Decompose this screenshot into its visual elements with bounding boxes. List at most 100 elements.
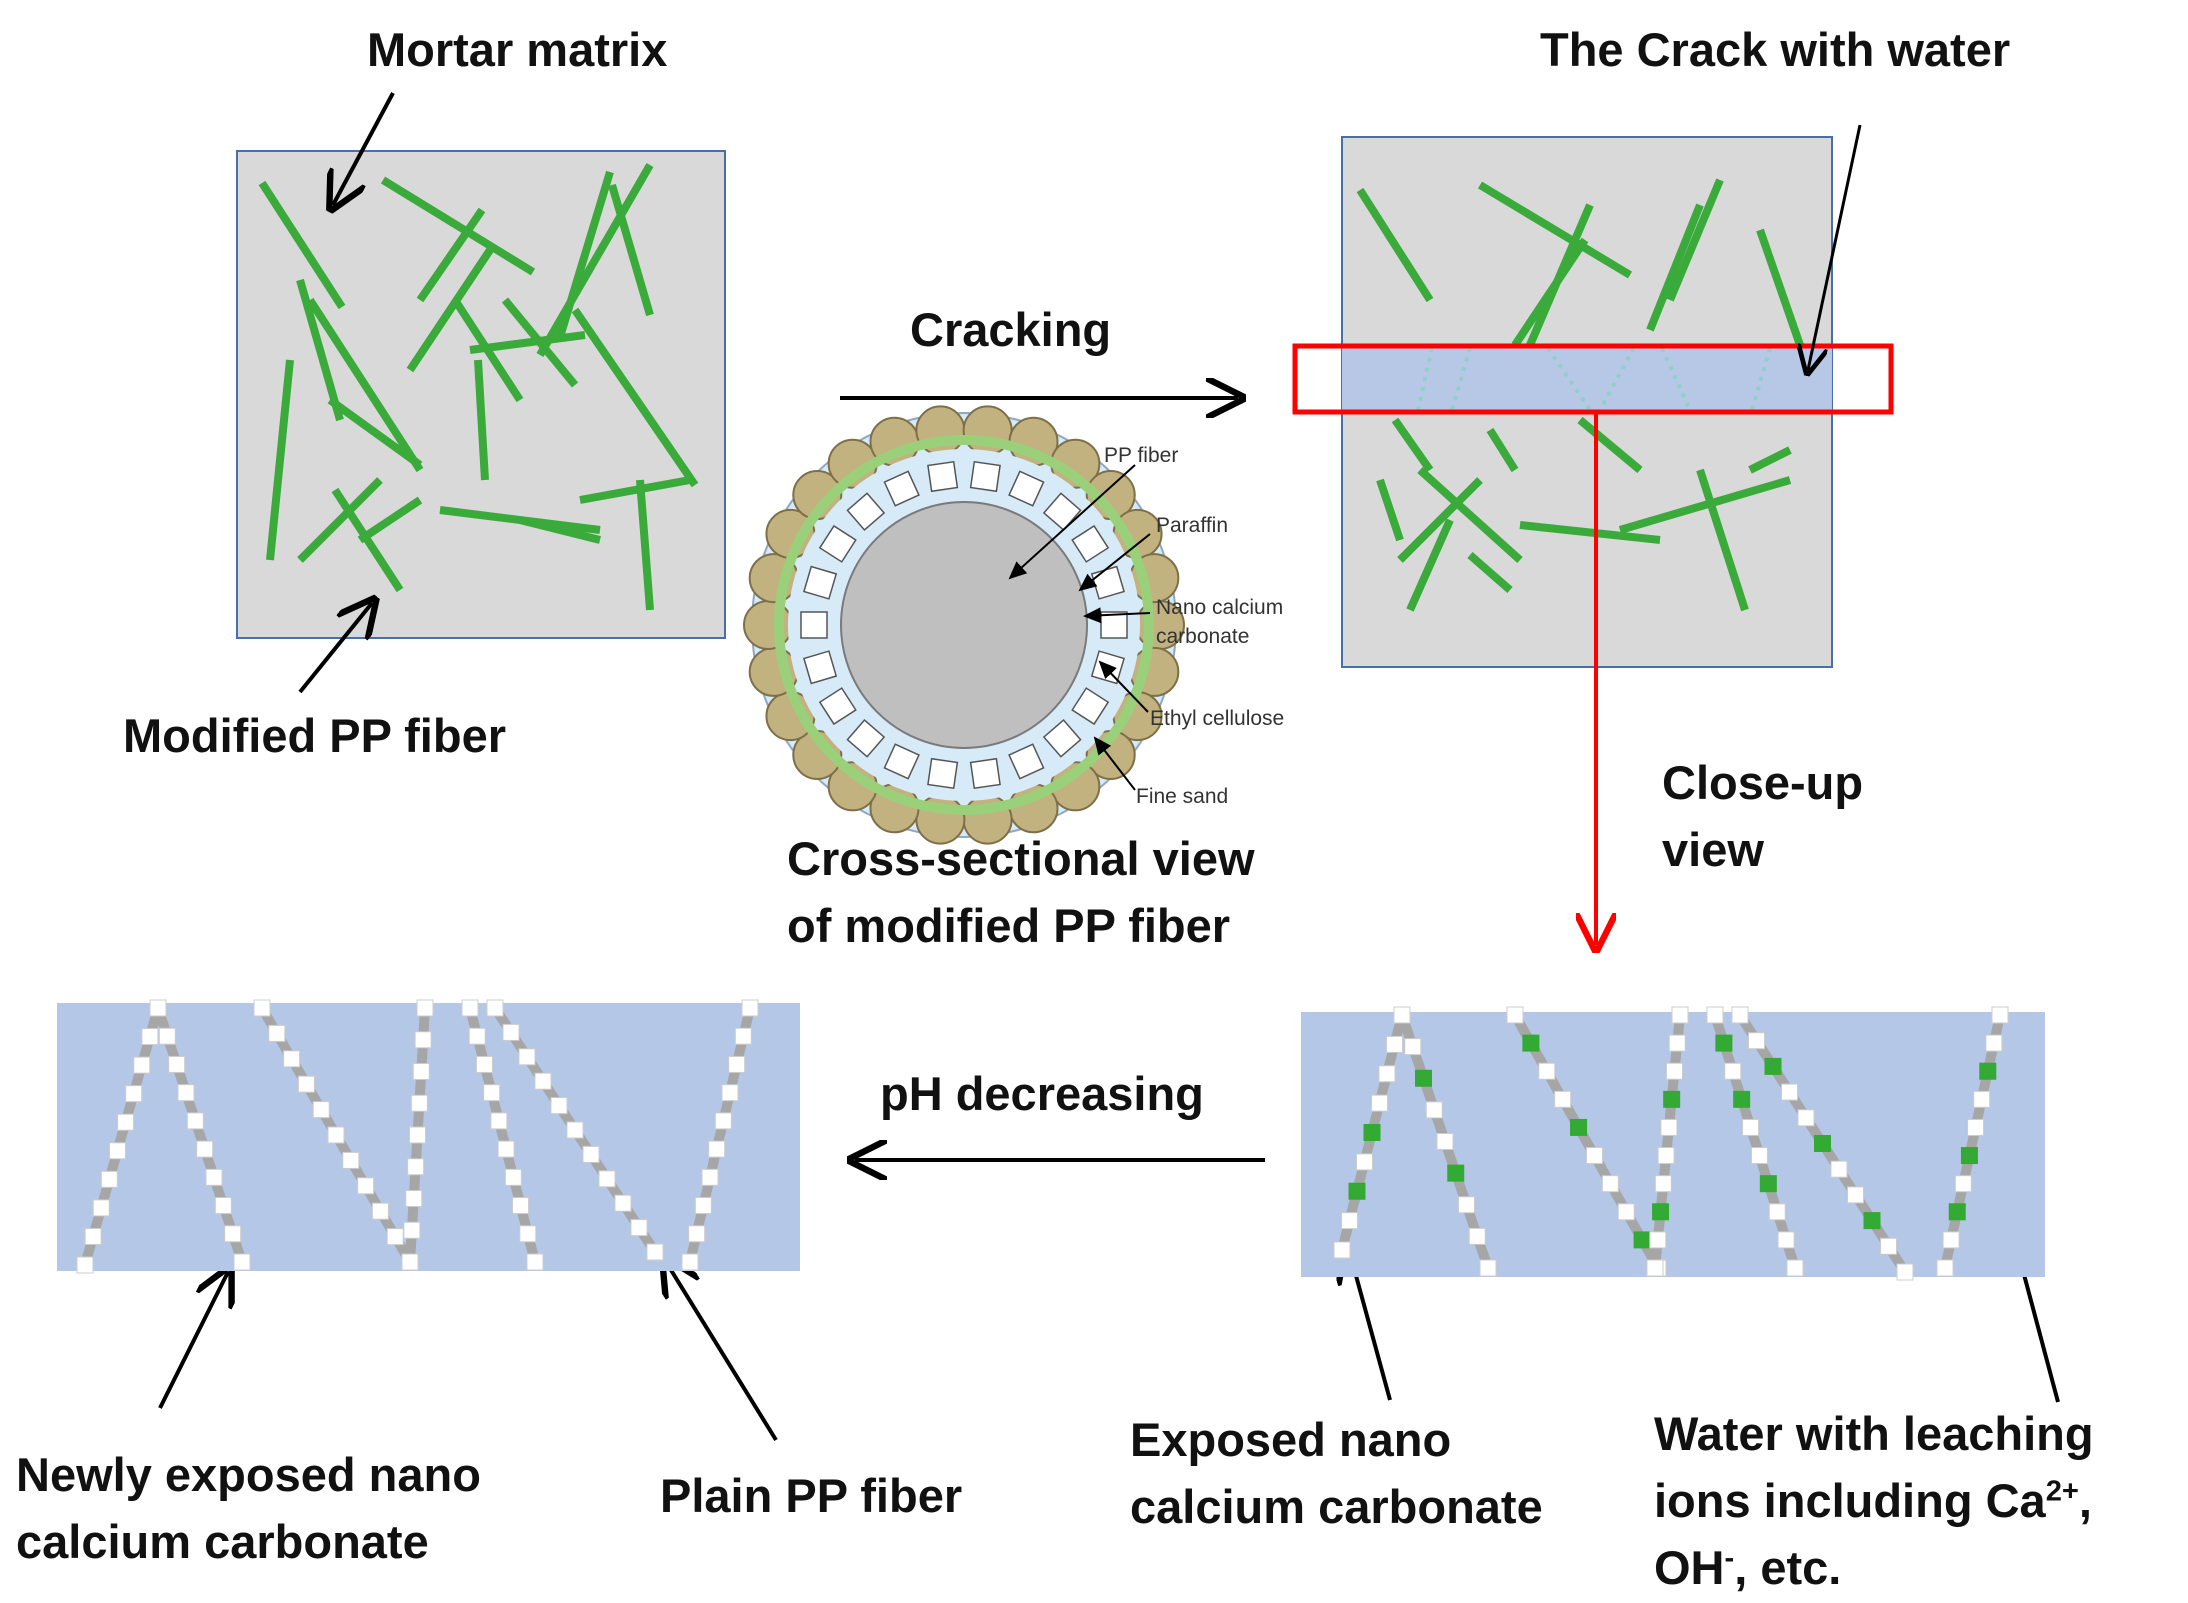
leached-particle (1979, 1062, 1997, 1080)
nano-particle (416, 999, 434, 1017)
ph-decreasing-label: pH decreasing (880, 1067, 1204, 1120)
modified-fiber (1696, 468, 1749, 612)
nano-particle (1665, 1062, 1683, 1080)
nano-particle (728, 1055, 746, 1073)
plain-fiber (1710, 1013, 1800, 1270)
leached-particle (1814, 1135, 1831, 1152)
nano-particle (1071, 524, 1110, 563)
nano-particle (483, 1084, 501, 1102)
nano-calcium-small-label: Nano calcium carbonate (1156, 596, 1284, 649)
modified-fiber (1406, 518, 1454, 612)
modified-fiber (636, 479, 654, 611)
nano-particle (108, 1142, 126, 1160)
nano-particle (708, 1140, 726, 1158)
nano-particle (497, 1140, 515, 1158)
nano-particle (1436, 1133, 1454, 1150)
cracking-label: Cracking (910, 303, 1112, 356)
leached-particle (1363, 1124, 1381, 1141)
modified-fiber (297, 477, 383, 563)
modified-fiber (474, 359, 489, 481)
nano-particle (518, 1048, 536, 1066)
nano-particle (1042, 718, 1082, 758)
ethyl-cellulose-ring (774, 435, 1154, 815)
nano-particle (297, 1075, 315, 1093)
nano-particle (1671, 1006, 1689, 1024)
nano-particle (846, 718, 886, 758)
modified-fiber (501, 297, 579, 388)
modified-fiber (258, 180, 346, 310)
modified-fiber (1486, 427, 1519, 473)
nano-particle (688, 1225, 706, 1243)
nano-particle (1768, 1203, 1786, 1221)
modified-fiber (416, 207, 486, 303)
crack-outline (1292, 343, 1894, 415)
nano-particle (405, 1190, 423, 1207)
leached-particle (1522, 1034, 1540, 1052)
nano-particle (386, 1228, 404, 1246)
nano-particle (1393, 1006, 1411, 1024)
nano-particle (1847, 1186, 1864, 1204)
nano-particle (1008, 743, 1045, 780)
nano-particle (1896, 1263, 1914, 1281)
water-line3: OH-, etc. (1654, 1541, 1842, 1595)
nano-particle (1748, 1032, 1765, 1050)
paraffin-pointer (1078, 533, 1151, 592)
nano-particle (177, 1084, 195, 1102)
nano-particle (582, 1145, 600, 1163)
nano-particle (694, 1197, 712, 1215)
modified-fiber (556, 170, 614, 339)
nano-particle (1479, 1259, 1497, 1277)
nano-particle (1742, 1118, 1760, 1136)
nano-particle (630, 1219, 648, 1237)
nano-particle (1750, 1147, 1768, 1165)
ethyl-cellulose-pointer (1098, 660, 1149, 713)
pp-fiber-core (840, 501, 1088, 749)
nano-particle (519, 1225, 537, 1243)
modified-fiber (296, 278, 344, 422)
cross-section-label: Cross-sectional view of modified PP fibe… (787, 825, 1255, 959)
plain-pp-fiber-label: Plain PP fiber (660, 1469, 963, 1522)
nano-particle (1786, 1259, 1804, 1277)
nano-particle (818, 687, 857, 726)
nano-particle (224, 1225, 242, 1243)
nano-particle (1341, 1212, 1358, 1230)
newly-exposed-pointer (158, 1272, 228, 1409)
nano-particle (1538, 1062, 1556, 1080)
nano-particle (357, 1177, 375, 1195)
nano-particle (125, 1085, 143, 1103)
nano-particle (401, 1253, 419, 1271)
exposed-nano-line2: calcium carbonate (1130, 1480, 1543, 1534)
leached-particle (1759, 1175, 1777, 1193)
modified-fiber (1356, 187, 1434, 303)
nano-particle (734, 1027, 752, 1045)
modified-fiber (469, 331, 586, 354)
nano-particle (1617, 1203, 1635, 1221)
modified-fiber (1376, 478, 1404, 542)
nano-particle (205, 1168, 223, 1186)
nano-particle (1668, 1034, 1686, 1052)
modified-fiber (331, 487, 404, 593)
exposed-nano-line1: Exposed nano (1130, 1413, 1452, 1466)
crack-with-water-label: The Crack with water (1540, 23, 2011, 76)
modified-fiber (357, 496, 423, 544)
newly-exposed-line1: Newly exposed nano (16, 1448, 481, 1501)
nano-particle (969, 757, 1001, 790)
modified-fiber (1646, 203, 1704, 332)
fine-sand-small-label: Fine sand (1136, 785, 1229, 808)
nano-particle (1378, 1065, 1396, 1083)
modified-fiber (1511, 237, 1589, 348)
modified-fiber (406, 247, 494, 373)
nano-particle (233, 1253, 251, 1271)
leached-particle (1715, 1034, 1733, 1052)
nano-particle (133, 1056, 151, 1074)
nano-particle (1706, 1006, 1724, 1024)
leached-particle (1960, 1147, 1978, 1165)
pp-fiber-small-label: PP fiber (1104, 444, 1179, 467)
modified-fiber-pointer (298, 603, 372, 694)
mortar-matrix-label: Mortar matrix (367, 23, 668, 76)
nano-particle (681, 1253, 699, 1271)
modified-fiber (1577, 416, 1643, 474)
nano-particle (598, 1170, 616, 1188)
nano-particle (283, 1050, 301, 1068)
